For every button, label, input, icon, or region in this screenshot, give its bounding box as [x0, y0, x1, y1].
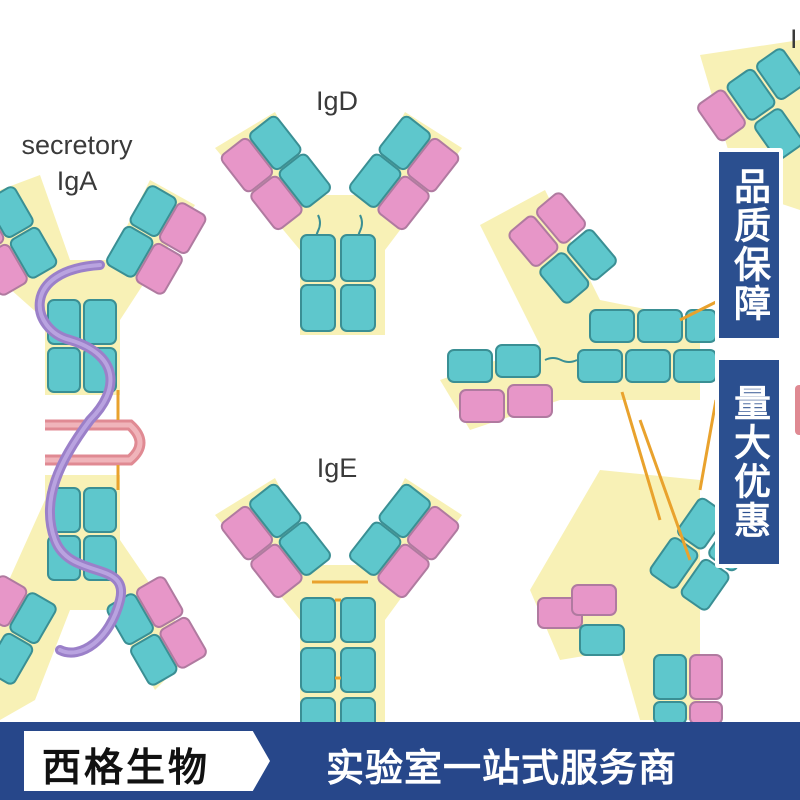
quality-badge: 品质保障 — [719, 152, 779, 338]
bottom-banner: 西格生物 实验室一站式服务商 — [0, 722, 800, 800]
iga-label-line1: secretory — [21, 130, 133, 160]
iga-label-line2: IgA — [57, 166, 98, 196]
slogan: 实验室一站式服务商 — [326, 746, 678, 790]
company-name: 西格生物 — [42, 746, 211, 791]
igm-molecule — [440, 40, 800, 725]
corner-label: I — [790, 24, 798, 54]
ige-label: IgE — [317, 453, 358, 483]
igd-label: IgD — [316, 86, 358, 116]
promo-badge: 品质保障 量大优惠 — [715, 148, 783, 568]
discount-badge: 量大优惠 — [719, 360, 779, 564]
igd-molecule — [215, 112, 462, 335]
company-tag: 西格生物 — [24, 731, 270, 791]
secretory-iga-molecule — [0, 175, 207, 720]
ige-molecule — [215, 478, 462, 729]
